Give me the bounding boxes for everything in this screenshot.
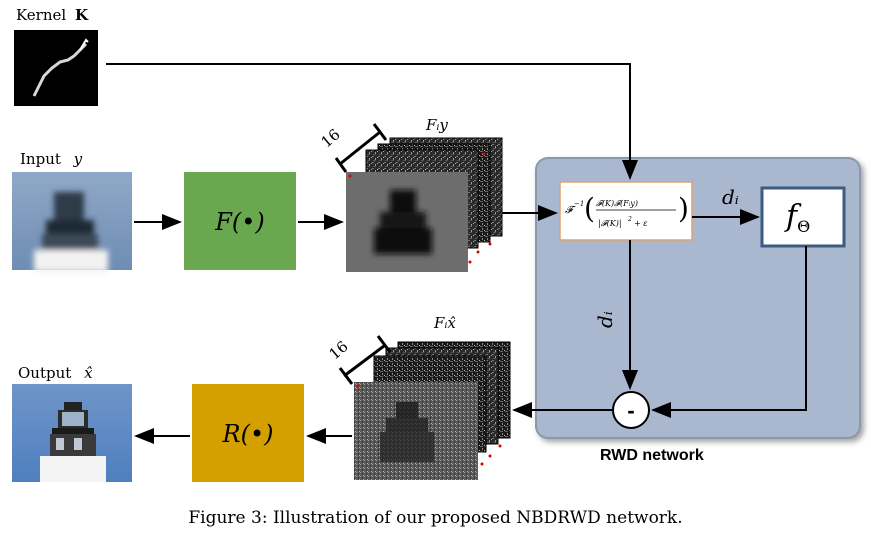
- stack-top-label: Fᵢy: [425, 116, 448, 134]
- arrow-ftheta-to-minus: [651, 246, 807, 418]
- feature-stack-bottom: [354, 341, 511, 480]
- f-theta-box: [760, 186, 846, 248]
- stack-count-bracket-bottom: [338, 335, 392, 385]
- feature-stack-top: [346, 137, 503, 272]
- stack-count-bottom: 16: [325, 337, 351, 363]
- output-image: [12, 384, 132, 482]
- forward-transform-block: [184, 172, 296, 270]
- wiener-formula-box: [559, 181, 693, 241]
- svg-text:): ): [678, 192, 689, 225]
- stack-count-bracket-top: [334, 123, 388, 173]
- d-i-label-down: dᵢ: [593, 311, 617, 328]
- minus-symbol: -: [627, 398, 634, 423]
- figure-caption: Figure 3: Illustration of our proposed N…: [188, 508, 683, 528]
- forward-transform-label: F(•): [214, 208, 265, 236]
- wiener-formula: 𝓕 −1 ( 𝓕(K)𝓕(Fᵢy) |𝓕(K)| 2 + ε ): [565, 192, 689, 228]
- output-label: Output x̂: [18, 364, 93, 382]
- svg-text:|𝓕(K)|: |𝓕(K)|: [598, 219, 622, 228]
- arrow-kernel-to-formula: [106, 63, 638, 180]
- stack-count-top: 16: [317, 125, 343, 151]
- kernel-image: [14, 30, 98, 106]
- svg-text:2: 2: [627, 216, 632, 223]
- input-image: [12, 172, 132, 272]
- rwd-network-label: RWD network: [600, 447, 704, 464]
- stack-bottom-label: Fᵢx̂: [433, 314, 456, 332]
- kernel-label: Kernel K: [16, 6, 89, 24]
- d-i-label-right: dᵢ: [722, 185, 739, 209]
- input-label: Input y: [20, 150, 83, 168]
- svg-text:𝓕(K)𝓕(Fᵢy): 𝓕(K)𝓕(Fᵢy): [596, 199, 638, 208]
- svg-text:−1: −1: [574, 200, 584, 208]
- svg-text:𝓕: 𝓕: [565, 205, 576, 216]
- svg-text:+ ε: + ε: [634, 219, 648, 228]
- reverse-transform-block: [192, 384, 304, 482]
- svg-text:(: (: [584, 192, 595, 225]
- minus-operator: [612, 391, 650, 429]
- reverse-transform-label: R(•): [222, 420, 274, 448]
